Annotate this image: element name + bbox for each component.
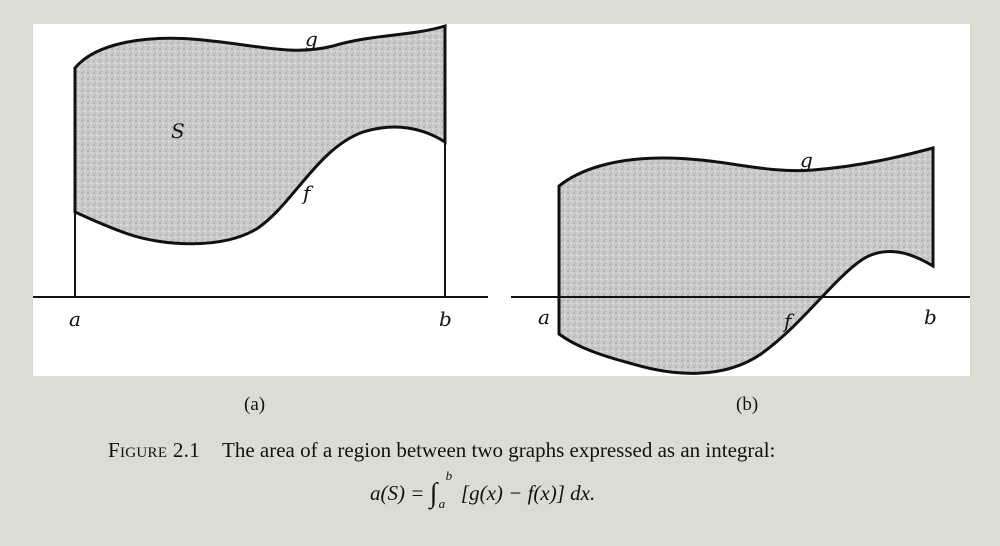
- region-s: [73, 24, 447, 246]
- formula-integrand: [g(x) − f(x)] dx.: [460, 481, 596, 505]
- figure-area: g S f a b g f a b: [33, 24, 970, 376]
- label-s: S: [171, 119, 185, 143]
- region-b: [557, 146, 935, 375]
- label-g-a: g: [305, 27, 318, 51]
- panel-a-label: (a): [244, 394, 266, 415]
- graphs-diagram: g S f a b g f a b: [33, 24, 970, 375]
- formula-lhs: a(S) =: [370, 481, 425, 505]
- integral-upper-limit: b: [445, 468, 453, 483]
- integral-lower-limit: a: [438, 496, 446, 511]
- label-a-b: a: [538, 305, 550, 329]
- label-a-a: a: [69, 307, 81, 331]
- label-g-b: g: [800, 148, 813, 172]
- label-f-a: f: [301, 181, 314, 205]
- label-b-b: b: [924, 305, 937, 329]
- figure-number: Figure 2.1: [108, 438, 201, 462]
- label-b-a: b: [439, 307, 452, 331]
- panel-b: g f a b: [511, 146, 970, 375]
- panel-b-label: (b): [736, 394, 759, 415]
- figure-caption: Figure 2.1 The area of a region between t…: [108, 438, 775, 463]
- panel-a: g S f a b: [33, 24, 488, 331]
- caption-text: The area of a region between two graphs …: [222, 438, 776, 462]
